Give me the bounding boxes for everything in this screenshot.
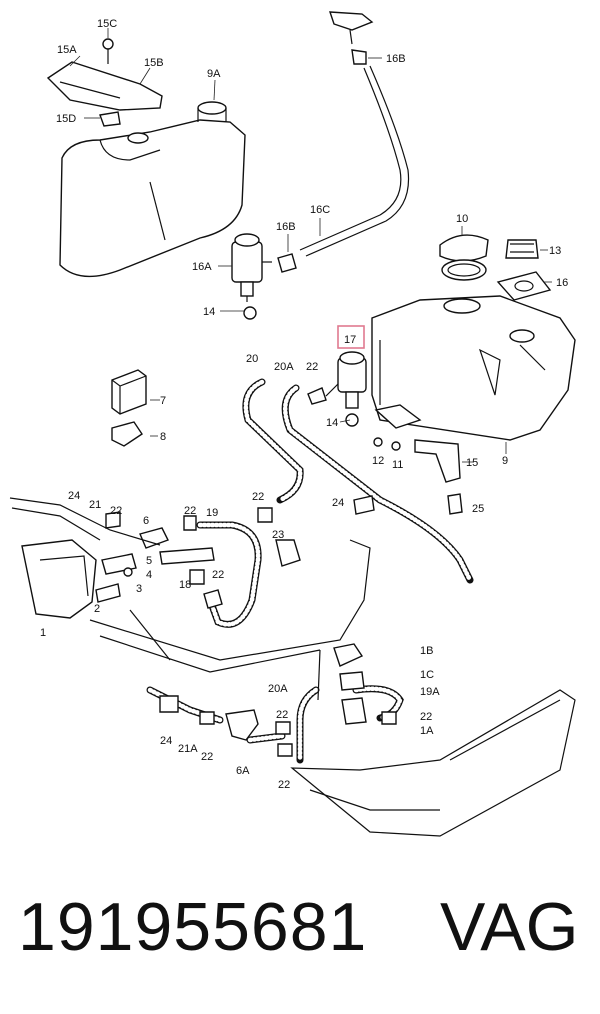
callout-14-top: 14 xyxy=(203,306,215,318)
leader-lines xyxy=(69,28,552,463)
callout-16B-top: 16B xyxy=(386,53,406,65)
callout-24-c: 24 xyxy=(160,735,172,747)
washer-jet-tube xyxy=(277,11,410,273)
callout-15: 15 xyxy=(466,457,478,469)
fittings xyxy=(95,387,463,757)
highlight-box xyxy=(337,325,365,349)
callout-15D: 15D xyxy=(56,113,76,125)
callout-22-c: 22 xyxy=(184,505,196,517)
callout-16C: 16C xyxy=(310,204,330,216)
callout-9: 9 xyxy=(502,455,508,467)
callout-16A: 16A xyxy=(192,261,212,273)
callout-3: 3 xyxy=(136,583,142,595)
callout-13: 13 xyxy=(549,245,561,257)
callout-1B: 1B xyxy=(420,645,433,657)
callout-22-d: 22 xyxy=(252,491,264,503)
callout-10: 10 xyxy=(456,213,468,225)
callout-22-b: 22 xyxy=(110,505,122,517)
callout-20: 20 xyxy=(246,353,258,365)
callout-4: 4 xyxy=(146,569,152,581)
part-number: 191955681 xyxy=(18,889,368,965)
callout-9A: 9A xyxy=(207,68,221,80)
callout-22-i: 22 xyxy=(278,779,290,791)
callout-22-h: 22 xyxy=(276,709,288,721)
front-bumper-left xyxy=(9,497,371,673)
callout-22-g: 22 xyxy=(201,751,213,763)
washer-pump-upper xyxy=(231,233,272,320)
callout-15C: 15C xyxy=(97,18,117,30)
cap-and-seals xyxy=(439,234,552,301)
callout-20A-b: 20A xyxy=(268,683,288,695)
brand-name: VAG xyxy=(440,889,579,965)
callout-19A: 19A xyxy=(420,686,440,698)
washer-pump-17 xyxy=(325,325,367,427)
callout-24-b: 24 xyxy=(332,497,344,509)
reservoir-upper xyxy=(46,38,246,278)
callout-19: 19 xyxy=(206,507,218,519)
callout-1: 1 xyxy=(40,627,46,639)
callout-23: 23 xyxy=(272,529,284,541)
hoses xyxy=(146,378,474,764)
callout-25: 25 xyxy=(472,503,484,515)
callout-2: 2 xyxy=(94,603,100,615)
callout-7: 7 xyxy=(160,395,166,407)
callout-20A: 20A xyxy=(274,361,294,373)
callout-21A: 21A xyxy=(178,743,198,755)
callout-18: 18 xyxy=(179,579,191,591)
callout-14: 14 xyxy=(326,417,338,429)
relays xyxy=(111,369,147,447)
reservoir-lower xyxy=(371,295,576,483)
callout-6: 6 xyxy=(143,515,149,527)
callout-17: 17 xyxy=(344,334,356,346)
callout-11: 11 xyxy=(392,459,403,471)
callout-16B: 16B xyxy=(276,221,296,233)
callout-1C: 1C xyxy=(420,669,434,681)
callout-8: 8 xyxy=(160,431,166,443)
front-bumper-right xyxy=(290,649,576,837)
callout-6A: 6A xyxy=(236,765,250,777)
callout-1A: 1A xyxy=(420,725,434,737)
callout-16: 16 xyxy=(556,277,568,289)
callout-12: 12 xyxy=(372,455,384,467)
callout-22-a: 22 xyxy=(306,361,318,373)
callout-21: 21 xyxy=(89,499,101,511)
callout-22-e: 22 xyxy=(212,569,224,581)
callout-labels: 15C 15A 15B 15D 9A 16B 16C 16B 16A 14 10… xyxy=(40,18,568,791)
parts-diagram: 15C 15A 15B 15D 9A 16B 16C 16B 16A 14 10… xyxy=(9,11,576,837)
callout-15A: 15A xyxy=(57,44,77,56)
callout-24: 24 xyxy=(68,490,80,502)
callout-5: 5 xyxy=(146,555,152,567)
callout-22-f: 22 xyxy=(420,711,432,723)
callout-15B: 15B xyxy=(144,57,164,69)
